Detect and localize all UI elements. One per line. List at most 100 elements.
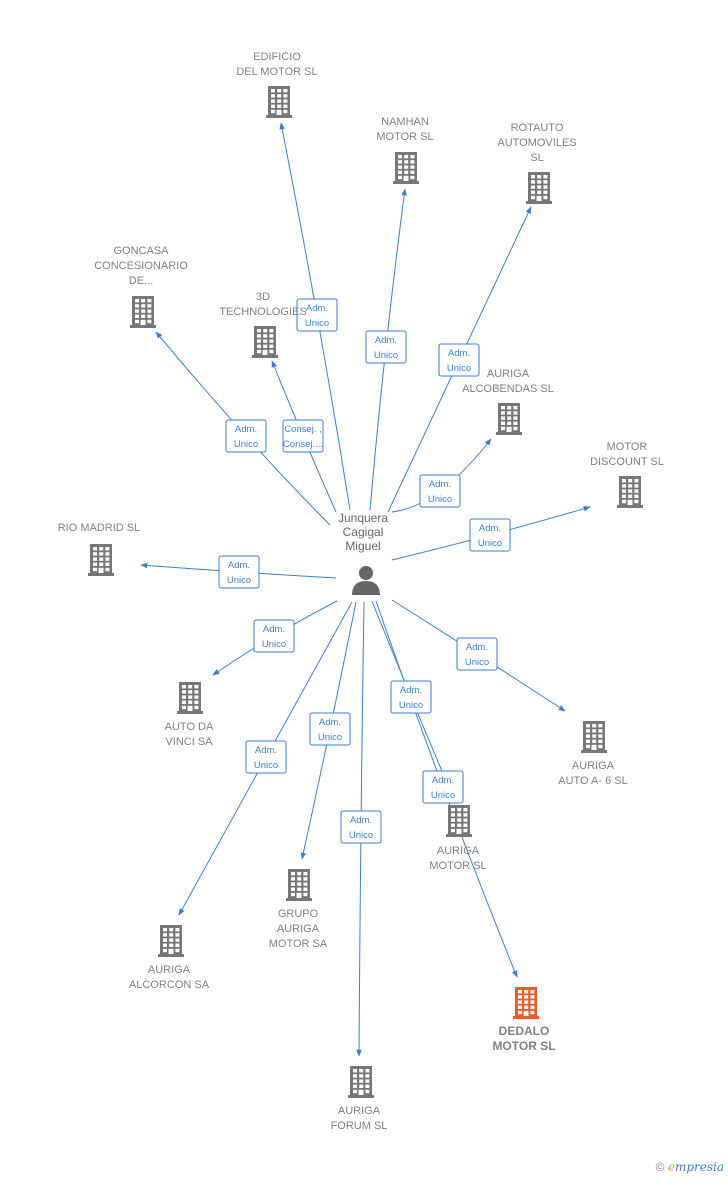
edge-tag-label: Adm. (466, 642, 488, 653)
brand-logo-text: mpresia (674, 1160, 724, 1174)
edge-tag-alcorcon[interactable]: Adm.Unico (245, 740, 287, 774)
edge-tag-label: Unico (428, 494, 452, 505)
edge-tag-label: Unico (305, 318, 329, 329)
edge-tag-label: Adm. (319, 717, 341, 728)
edge-tag-box (296, 298, 338, 332)
company-label: CONCESIONARIO (94, 260, 188, 272)
edge-tag-label: Consej.... (283, 439, 323, 450)
company-label: TECHNOLOGIES (219, 306, 306, 318)
company-label: GRUPO (278, 908, 319, 920)
company-label: AUTOMOVILES (497, 137, 576, 149)
edge-tag-label: Adm. (375, 335, 397, 346)
company-label: AURIGA (437, 845, 480, 857)
edge-tag-label: Unico (431, 790, 455, 801)
company-label: 3D (256, 291, 270, 303)
company-label: GONCASA (113, 245, 169, 257)
company-label: AURIGA (487, 368, 530, 380)
edge-tag-autoa6[interactable]: Adm. Unico (456, 637, 498, 671)
company-node-aurigamotor[interactable]: AURIGA MOTOR SL (429, 805, 487, 872)
edge-tag-label: Unico (447, 363, 471, 374)
company-node-3d[interactable]: 3D TECHNOLOGIES (219, 291, 307, 358)
company-label: VINCI SA (165, 736, 213, 748)
company-node-davinci[interactable]: AUTO DA VINCI SA (165, 682, 214, 748)
company-label: MOTOR (607, 441, 648, 453)
building-icon (393, 152, 419, 184)
company-label: AURIGA (277, 923, 320, 935)
company-label: AURIGA (148, 964, 191, 976)
company-node-alcorcon[interactable]: AURIGA ALCORCON SA (129, 925, 210, 991)
edge-tag-label: Adm. (400, 685, 422, 696)
edge-tag-rotauto[interactable]: Adm.Unico (438, 343, 480, 377)
edge-tag-box (309, 712, 351, 746)
company-label: MOTOR SL (429, 860, 486, 872)
edge-tag-grupo[interactable]: Adm. Unico (309, 712, 351, 746)
company-label: DEDALO (499, 1024, 550, 1038)
edge-tag-forum[interactable]: Adm.Unico (340, 810, 382, 844)
edge-tag-label: Unico (349, 830, 373, 841)
edge-tag-label: Unico (262, 639, 286, 650)
company-label: AURIGA (338, 1105, 381, 1117)
edge-tag-riomadrid[interactable]: Adm.Unico (218, 555, 260, 589)
center-label: Miguel (345, 539, 380, 553)
edge-tag-edificio[interactable]: Adm.Unico (296, 298, 338, 332)
brand-logo-e: e (667, 1160, 675, 1174)
building-icon (617, 476, 643, 508)
person-icon (352, 566, 380, 595)
edge-tag-label: Unico (465, 657, 489, 668)
company-label: DEL MOTOR SL (236, 66, 317, 78)
edge-tag-label: Unico (374, 350, 398, 361)
company-label: SL (530, 152, 543, 164)
building-icon (581, 721, 607, 753)
edge-tag-box (390, 680, 432, 714)
company-node-autoa6[interactable]: AURIGA AUTO A- 6 SL (558, 721, 628, 787)
company-node-grupo[interactable]: GRUPO AURIGA MOTOR SA (269, 869, 328, 950)
edge-tag-label: Adm. (432, 775, 454, 786)
company-label: ALCORCON SA (129, 979, 210, 991)
edge-tag-davinci[interactable]: Adm.Unico (253, 619, 295, 653)
company-node-rotauto[interactable]: ROTAUTO AUTOMOVILES SL (497, 122, 577, 204)
edge-tag-discount[interactable]: Adm.Unico (469, 518, 511, 552)
building-icon (88, 544, 114, 576)
edge-tag-namhan[interactable]: Adm. Unico (365, 330, 407, 364)
edge-tag-label: Adm. (235, 424, 257, 435)
edge-tag-box (422, 770, 464, 804)
building-icon (446, 805, 472, 837)
building-icon (348, 1066, 374, 1098)
building-icon (158, 925, 184, 957)
center-label: Junquera (338, 511, 388, 525)
edge-tag-aurigamotor[interactable]: Adm. Unico (390, 680, 432, 714)
edge-tag-label: Unico (399, 700, 423, 711)
company-node-riomadrid[interactable]: RIO MADRID SL (58, 522, 141, 576)
building-icon (286, 869, 312, 901)
building-icon (177, 682, 203, 714)
company-label: AUTO DA (165, 721, 214, 733)
company-label: AURIGA (572, 760, 615, 772)
building-icon (496, 403, 522, 435)
company-label: ROTAUTO (511, 122, 564, 134)
company-label: MOTOR SA (269, 938, 328, 950)
center-label: Cagigal (343, 525, 384, 539)
edge-tag-dedalo[interactable]: Adm. Unico (422, 770, 464, 804)
edge-tag-box (218, 555, 260, 589)
edge-tag-goncasa[interactable]: Adm.Unico (225, 419, 267, 453)
edge-tag-alcobendas[interactable]: Adm.Unico (419, 474, 461, 508)
edge-tag-label: Consej. , (284, 424, 322, 435)
edge-tag-label: Adm. (479, 523, 501, 534)
building-icon (266, 86, 292, 118)
company-label: DE... (129, 275, 153, 287)
edge-tag-3d[interactable]: Consej. , Consej.... (282, 419, 324, 453)
edge-tag-label: Unico (318, 732, 342, 743)
building-icon (526, 172, 552, 204)
company-label: NAMHAN (381, 116, 429, 128)
company-label: AUTO A- 6 SL (558, 775, 628, 787)
edge-tag-box (340, 810, 382, 844)
company-node-goncasa[interactable]: GONCASA CONCESIONARIO DE... (94, 245, 188, 328)
